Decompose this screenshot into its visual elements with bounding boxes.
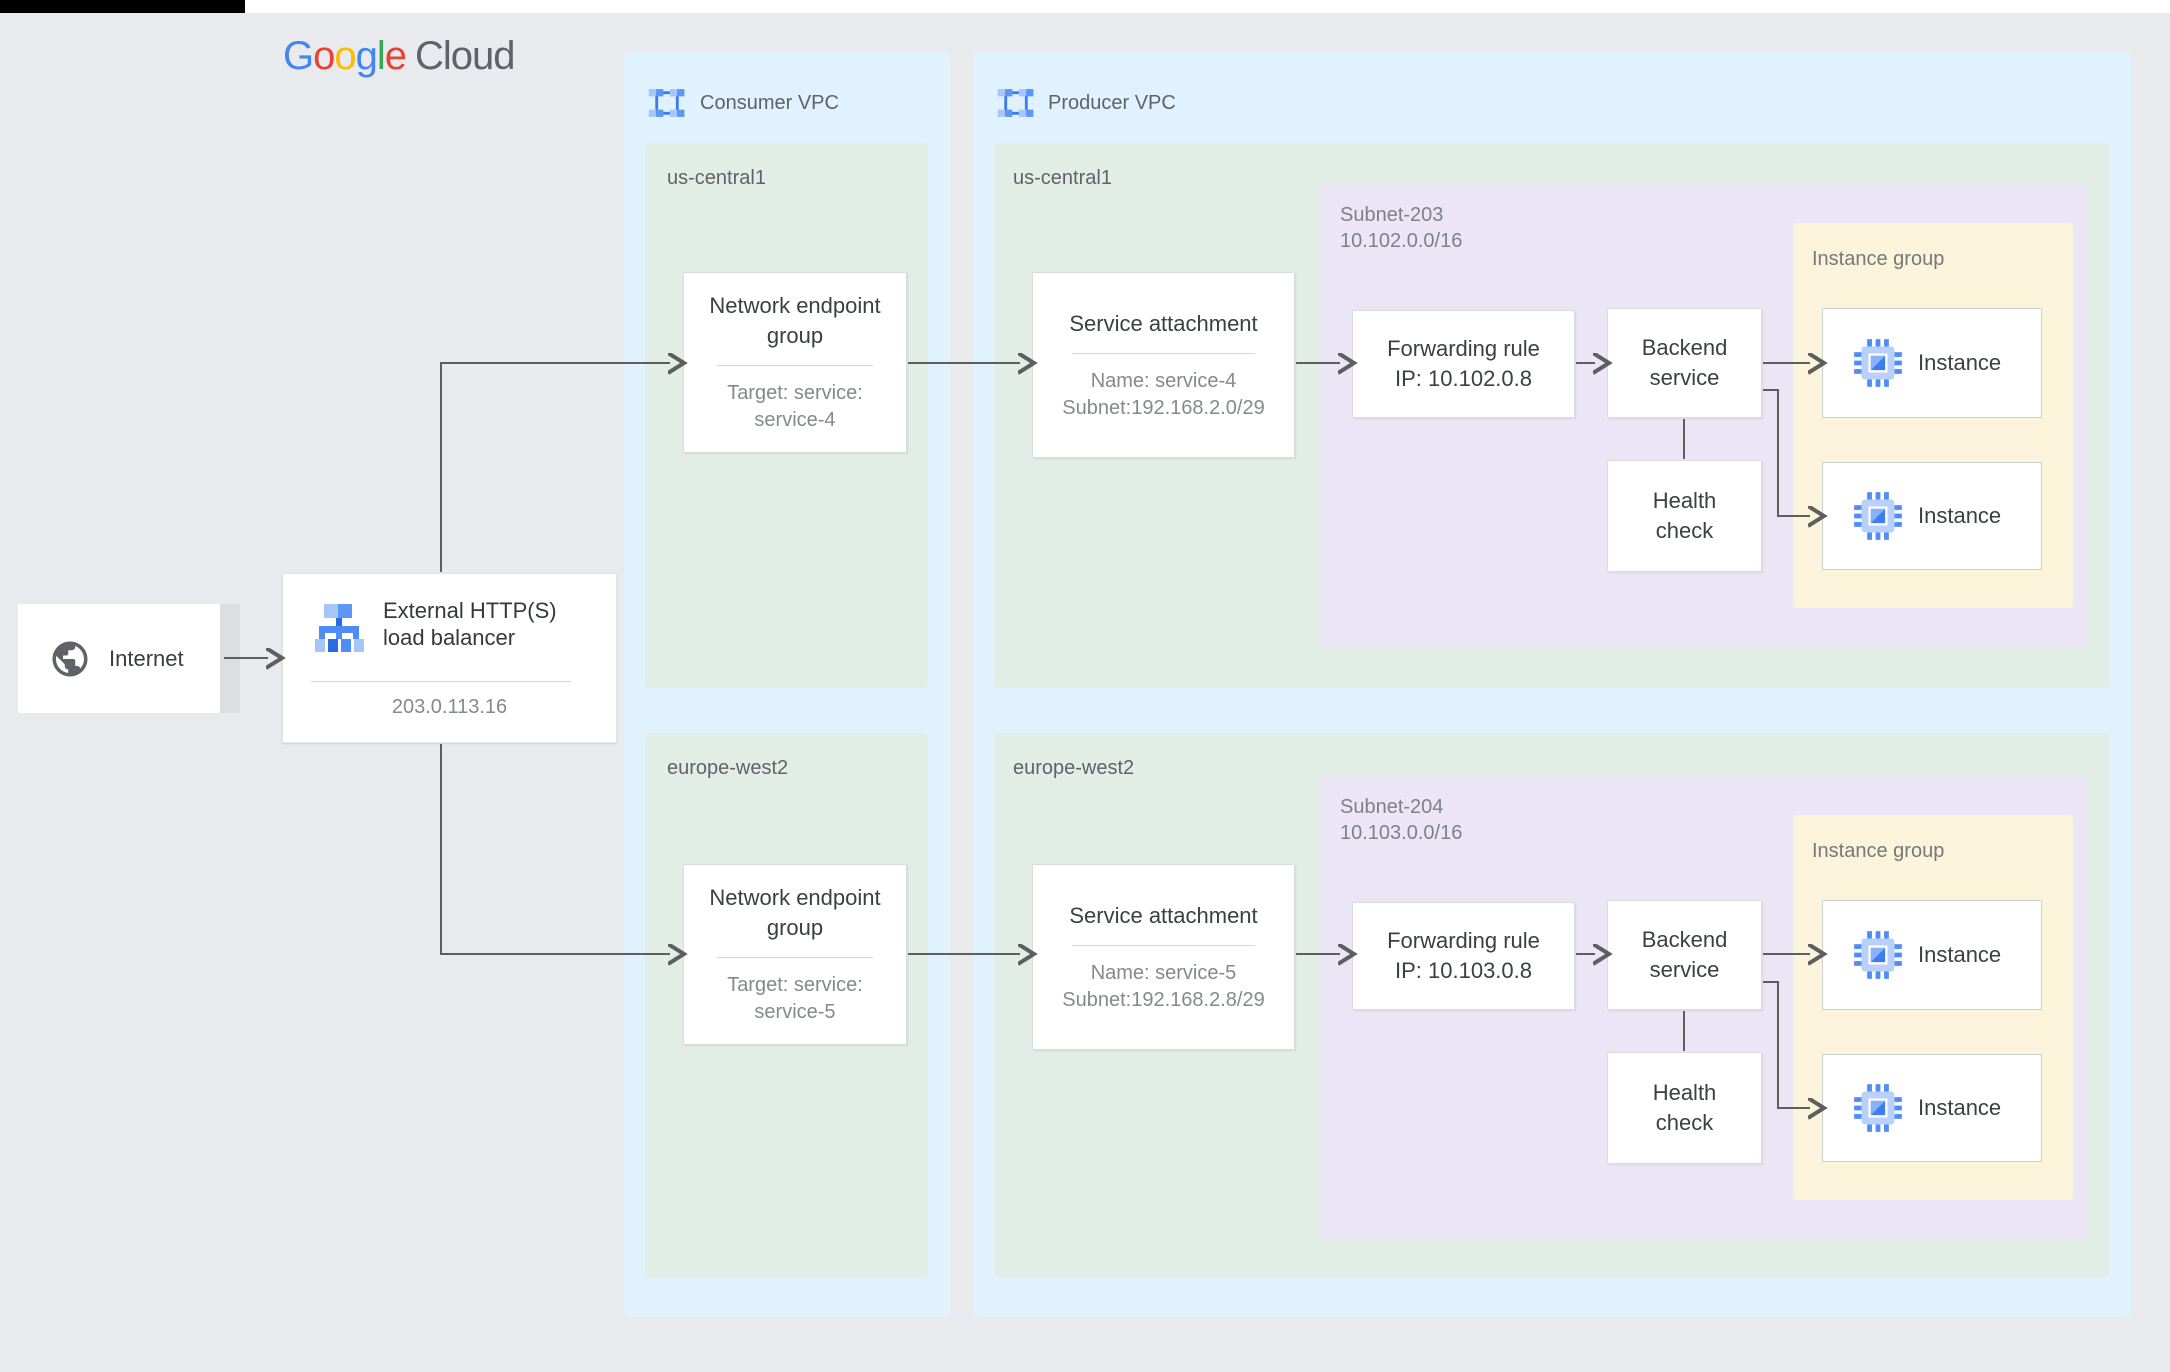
vpc-icon bbox=[997, 89, 1034, 117]
subnet-203-container: Subnet-203 10.102.0.0/16 Forwarding rule… bbox=[1320, 185, 2088, 648]
health-check-node: Health check bbox=[1607, 460, 1762, 572]
logo-cloud-text: Cloud bbox=[415, 34, 516, 78]
subnet-204-container: Subnet-204 10.103.0.0/16 Forwarding rule… bbox=[1320, 777, 2088, 1240]
internet-node: Internet bbox=[18, 604, 220, 713]
instance-group-label: Instance group bbox=[1812, 248, 1945, 270]
region-label: us-central1 bbox=[667, 167, 766, 189]
logo-letter: o bbox=[334, 34, 356, 78]
instance-label: Instance bbox=[1918, 503, 2002, 528]
consumer-region-europe-west2: europe-west2 Network endpoint group Targ… bbox=[645, 733, 928, 1278]
neg-subtitle: Target: service: service-5 bbox=[727, 974, 863, 1023]
service-attachment-node: Service attachment Name: service-5 Subne… bbox=[1032, 864, 1295, 1050]
subnet-label: Subnet-203 10.102.0.0/16 bbox=[1340, 202, 1462, 254]
internet-label: Internet bbox=[109, 645, 184, 671]
consumer-region-us-central1: us-central1 Network endpoint group Targe… bbox=[645, 143, 928, 688]
network-endpoint-group-node: Network endpoint group Target: service: … bbox=[683, 864, 907, 1045]
logo-letter: l bbox=[376, 34, 386, 78]
producer-region-europe-west2: europe-west2 Service attachment Name: se… bbox=[994, 733, 2110, 1278]
health-check-node: Health check bbox=[1607, 1052, 1762, 1164]
load-balancer-icon bbox=[315, 604, 364, 652]
health-check-label: Health check bbox=[1652, 488, 1717, 543]
subnet-cidr: 10.102.0.0/16 bbox=[1340, 230, 1463, 252]
service-attachment-subnet: Subnet:192.168.2.0/29 bbox=[1062, 396, 1265, 419]
neg-title: Network endpoint group bbox=[709, 293, 881, 348]
backend-service-node: Backend service bbox=[1607, 900, 1762, 1010]
service-attachment-node: Service attachment Name: service-4 Subne… bbox=[1032, 272, 1295, 458]
backend-service-label: Backend service bbox=[1641, 335, 1728, 390]
divider bbox=[1072, 352, 1255, 354]
forwarding-rule-node: Forwarding rule IP: 10.103.0.8 bbox=[1352, 902, 1575, 1010]
instance-group-container: Instance group Instance bbox=[1793, 815, 2073, 1200]
top-black-bar bbox=[0, 0, 245, 13]
consumer-vpc-label: Consumer VPC bbox=[700, 92, 839, 114]
instance-chip-icon bbox=[1854, 931, 1902, 979]
instance-label: Instance bbox=[1918, 942, 2002, 967]
health-check-label: Health check bbox=[1652, 1080, 1717, 1135]
instance-node: Instance bbox=[1822, 308, 2042, 418]
subnet-name: Subnet-203 bbox=[1340, 204, 1444, 226]
forwarding-rule-title: Forwarding rule bbox=[1387, 336, 1540, 361]
load-balancer-ip: 203.0.113.16 bbox=[391, 696, 508, 718]
logo-letter: G bbox=[283, 34, 314, 78]
forwarding-rule-ip: IP: 10.103.0.8 bbox=[1395, 958, 1532, 983]
divider bbox=[717, 957, 873, 958]
globe-icon bbox=[52, 641, 88, 676]
region-label: europe-west2 bbox=[667, 757, 789, 779]
logo-letter: g bbox=[355, 34, 378, 78]
divider bbox=[311, 681, 571, 682]
subnet-cidr: 10.103.0.0/16 bbox=[1340, 822, 1463, 844]
service-attachment-title: Service attachment bbox=[1069, 902, 1258, 928]
service-attachment-name: Name: service-4 bbox=[1090, 369, 1237, 392]
backend-service-node: Backend service bbox=[1607, 308, 1762, 418]
instance-label: Instance bbox=[1918, 350, 2002, 375]
instance-chip-icon bbox=[1854, 492, 1902, 540]
network-endpoint-group-node: Network endpoint group Target: service: … bbox=[683, 272, 907, 453]
producer-vpc-container: Producer VPC us-central1 Service attachm… bbox=[973, 52, 2131, 1317]
subnet-name: Subnet-204 bbox=[1340, 796, 1444, 818]
instance-group-container: Instance group Instance bbox=[1793, 223, 2073, 608]
instance-label: Instance bbox=[1918, 1095, 2002, 1120]
instance-node: Instance bbox=[1822, 900, 2042, 1010]
load-balancer-title: External HTTP(S) load balancer bbox=[383, 598, 557, 650]
instance-group-label: Instance group bbox=[1812, 840, 1945, 862]
load-balancer-node: External HTTP(S) load balancer 203.0.113… bbox=[282, 573, 617, 743]
service-attachment-title: Service attachment bbox=[1069, 310, 1258, 336]
region-label: europe-west2 bbox=[1013, 757, 1135, 779]
divider bbox=[717, 365, 873, 366]
instance-chip-icon bbox=[1854, 339, 1902, 387]
instance-node: Instance bbox=[1822, 1054, 2042, 1162]
neg-title: Network endpoint group bbox=[709, 885, 881, 940]
subnet-label: Subnet-204 10.103.0.0/16 bbox=[1340, 794, 1462, 846]
divider bbox=[1072, 944, 1255, 946]
instance-node: Instance bbox=[1822, 462, 2042, 570]
service-attachment-name: Name: service-5 bbox=[1090, 961, 1237, 984]
consumer-vpc-container: Consumer VPC us-central1 Network endpoin… bbox=[624, 52, 950, 1317]
forwarding-rule-title: Forwarding rule bbox=[1387, 928, 1540, 953]
forwarding-rule-node: Forwarding rule IP: 10.102.0.8 bbox=[1352, 310, 1575, 418]
region-label: us-central1 bbox=[1013, 167, 1112, 189]
logo-letter: o bbox=[313, 34, 335, 78]
forwarding-rule-ip: IP: 10.102.0.8 bbox=[1395, 366, 1532, 391]
producer-region-us-central1: us-central1 Service attachment Name: ser… bbox=[994, 143, 2110, 688]
backend-service-label: Backend service bbox=[1641, 927, 1728, 982]
instance-chip-icon bbox=[1854, 1084, 1902, 1132]
logo-letter: e bbox=[384, 34, 407, 78]
neg-subtitle: Target: service: service-4 bbox=[727, 382, 863, 431]
vpc-icon bbox=[648, 89, 685, 117]
producer-vpc-label: Producer VPC bbox=[1048, 92, 1176, 114]
service-attachment-subnet: Subnet:192.168.2.8/29 bbox=[1062, 988, 1265, 1011]
